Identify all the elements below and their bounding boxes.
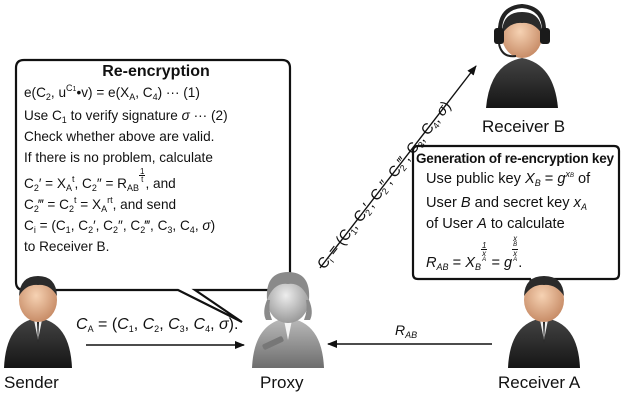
node-label-receiver-a: Receiver A: [498, 373, 581, 392]
keygen-line-1: Use public key XB = gxB of: [426, 169, 591, 188]
reencryption-line-6: C2‴ = C2t = XArt, and send: [24, 195, 177, 215]
sender-person-icon: [4, 276, 72, 368]
node-label-receiver-b: Receiver B: [482, 117, 566, 136]
keygen-box: Generation of re-encryption key Use publ…: [414, 151, 618, 274]
reencryption-line-8: to Receiver B.: [24, 239, 110, 255]
keygen-title: Generation of re-encryption key: [416, 151, 614, 166]
receiver-b-headset-person-icon: [486, 3, 558, 108]
reencryption-line-7: Ci = (C1, C2′, C2″, C2‴, C3, C4, σ): [24, 218, 216, 236]
node-label-sender: Sender: [4, 373, 59, 392]
reencryption-bubble: [14, 58, 292, 323]
keygen-line-2: User B and secret key xA: [426, 194, 587, 212]
edge-label-sender-to-proxy: CA = (C1, C2, C3, C4, σ).: [76, 316, 239, 334]
edge-label-receiver-a-to-proxy: RAB: [395, 322, 418, 340]
reencryption-title: Re-encryption: [102, 63, 210, 80]
arrow-proxy-to-receiver-b: [319, 65, 477, 269]
reencryption-line-2: Use C1 to verify signature σ ··· (2): [24, 108, 228, 126]
proxy-person-icon: [252, 272, 324, 368]
reencryption-line-3: Check whether above are valid.: [24, 129, 215, 145]
reencryption-line-4: If there is no problem, calculate: [24, 149, 213, 165]
keygen-line-3: of User A to calculate: [426, 216, 565, 232]
receiver-a-person-icon: [508, 276, 580, 368]
reencryption-line-1: e(C2, uC1•v) = e(XA, C4) ··· (1): [24, 83, 200, 102]
node-label-proxy: Proxy: [260, 373, 304, 392]
reencryption-box: Re-encryption e(C2, uC1•v) = e(XA, C4) ·…: [24, 63, 288, 258]
